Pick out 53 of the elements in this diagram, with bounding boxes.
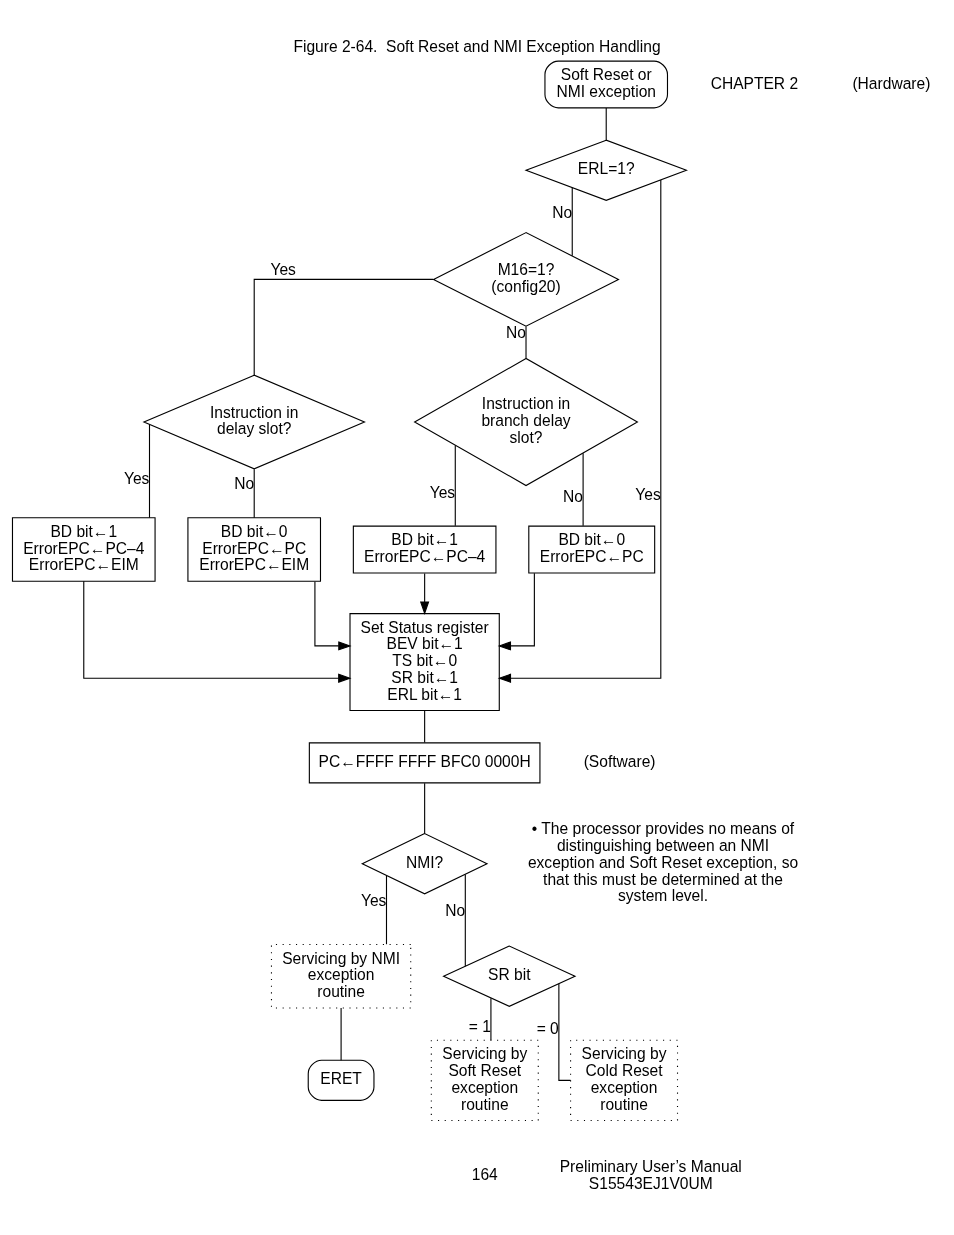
edge-label: No [563,488,584,505]
connector [424,710,426,744]
node-box: BD bit←1 ErrorEPC←PC–4 ErrorEPC←EIM [11,517,156,582]
edge-label: Yes [429,484,456,502]
label: (Software) [583,752,656,770]
node-box: BD bit←0 ErrorEPC←PC ErrorEPC←EIM [187,517,322,582]
node-box: BD bit←0 ErrorEPC←PC [528,525,656,574]
node-diamond: M16=1? (config20) [432,232,620,327]
edge-label: = 0 [536,1019,559,1037]
node-diamond: Instruction in branch delay slot? [413,357,639,487]
node-box: Servicing by Soft Reset exception routine [430,1039,539,1121]
edge-label: Yes [123,469,150,487]
connector [454,444,456,527]
node-diamond: SR bit [442,945,577,1007]
node-box: Soft Reset or NMI exception [544,60,669,109]
node-box: ERET [307,1059,375,1101]
connector [571,187,573,257]
connector [385,875,388,945]
connector [253,468,255,519]
label: • The processor provides no means of distinguishing between an NMI exception and Soft Reset exception, so that this must be determined at the system level. [527,820,799,905]
arrow [419,572,430,615]
connector [605,107,607,141]
connector [253,278,434,376]
connector [424,782,426,834]
connector [464,873,466,967]
connector [525,325,527,359]
node-box: BD bit←1 ErrorEPC←PC–4 [352,525,497,574]
node-box: Servicing by Cold Reset exception routine [570,1039,679,1121]
node-diamond: ERL=1? [524,139,688,201]
node-diamond: Instruction in delay slot? [142,374,366,470]
arrow [83,580,352,683]
label: 164 [471,1166,498,1184]
edge-label: No [445,902,466,920]
connector [582,452,584,527]
label: (Hardware) [852,74,931,92]
arrow [497,572,535,651]
connector [490,997,492,1041]
edge-label: No [234,475,255,493]
connector [558,983,572,1081]
edge-label: No [506,324,526,342]
edge-label: Yes [270,261,296,279]
node-diamond: NMI? [361,833,489,895]
diagram-title: Figure 2-64. Soft Reset and NMI Exception Handling [293,38,661,56]
connector [148,424,151,519]
arrow [497,179,662,683]
connector [340,1007,342,1061]
node-box: PC←FFFF FFFF BFC0 0000H [308,742,541,784]
node-box: Servicing by NMI exception routine [270,943,412,1009]
node-box: Set Status register BEV bit←1 TS bit←0 SR bit←1 ERL bit←1 [349,613,500,712]
label: Preliminary User’s Manual S15543EJ1V0UM [559,1157,742,1192]
label: CHAPTER 2 [710,74,799,92]
arrow [314,581,352,651]
edge-label: No [552,203,573,221]
